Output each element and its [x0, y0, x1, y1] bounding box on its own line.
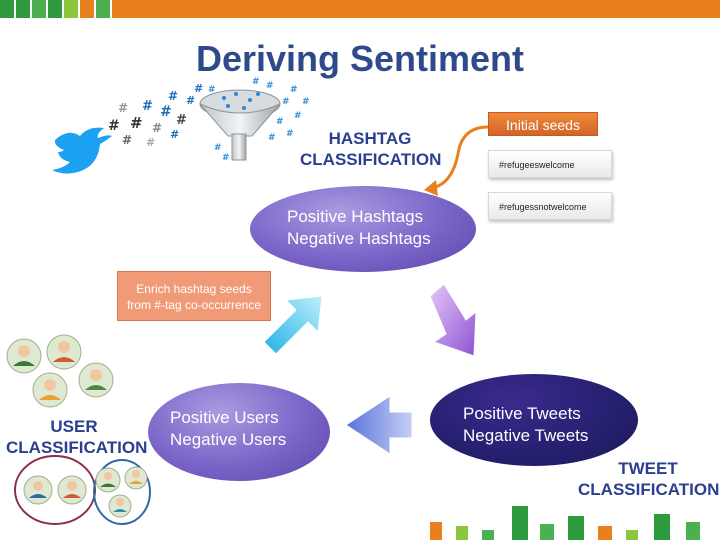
- twitter-bird-icon: [52, 127, 112, 174]
- person-icon: [6, 334, 114, 408]
- enrich-line: Enrich hashtag seeds: [136, 282, 252, 296]
- label-line: TWEET: [618, 459, 678, 478]
- svg-text:#: #: [108, 118, 120, 134]
- ellipse-line: Negative Tweets: [463, 426, 589, 445]
- svg-text:#: #: [214, 143, 222, 153]
- svg-text:#: #: [152, 121, 162, 135]
- svg-text:#: #: [276, 117, 284, 127]
- bar-orange-strip: [112, 0, 720, 18]
- bar-square: [64, 0, 78, 18]
- enrich-seeds-box: Enrich hashtag seeds from #-tag co-occur…: [117, 271, 271, 321]
- svg-text:#: #: [186, 94, 195, 107]
- ellipse-line: Positive Tweets: [463, 404, 581, 423]
- svg-text:#: #: [176, 113, 187, 128]
- svg-text:#: #: [170, 128, 179, 141]
- page-title: Deriving Sentiment: [195, 38, 525, 79]
- user-ellipse: Positive Users Negative Users: [148, 383, 330, 481]
- hashtag-splash: ### ### ### ###: [208, 77, 310, 163]
- seed-item: #refugessnotwelcome: [488, 192, 612, 220]
- svg-text:#: #: [208, 85, 216, 95]
- seeds-connector: [431, 125, 491, 190]
- initial-seeds-header: Initial seeds: [488, 112, 598, 136]
- ellipse-line: Positive Hashtags: [287, 207, 424, 226]
- top-decorative-bar: [0, 0, 720, 18]
- user-classification-label: USER CLASSIFICATION: [6, 416, 148, 458]
- svg-text:#: #: [168, 89, 178, 103]
- svg-text:#: #: [282, 97, 290, 107]
- svg-text:#: #: [222, 153, 230, 163]
- ellipse-line: Negative Users: [170, 430, 287, 449]
- tweet-ellipse: Positive Tweets Negative Tweets: [430, 374, 638, 466]
- hashtag-ellipse: Positive Hashtags Negative Hashtags: [250, 186, 476, 272]
- ellipse-line: Negative Hashtags: [287, 229, 431, 248]
- label-line: USER: [50, 417, 98, 436]
- svg-text:#: #: [142, 99, 153, 114]
- tweet-classification-label: TWEET CLASSIFICATION: [578, 458, 720, 500]
- seeds-connector-head: [424, 180, 438, 196]
- label-line: HASHTAG: [328, 129, 412, 148]
- svg-text:#: #: [294, 111, 302, 121]
- arrow-hashtags-to-tweets: [429, 283, 477, 357]
- arrow-tweets-to-users: [345, 395, 413, 455]
- bar-square: [16, 0, 30, 18]
- seed-item: #refugeeswelcome: [488, 150, 612, 178]
- funnel-icon: [199, 89, 281, 161]
- enrich-line: from #-tag co-occurrence: [126, 298, 262, 312]
- svg-text:#: #: [194, 82, 203, 95]
- svg-text:#: #: [146, 136, 155, 149]
- svg-text:#: #: [160, 104, 172, 120]
- bar-square: [0, 0, 14, 18]
- svg-text:#: #: [118, 101, 128, 115]
- svg-text:#: #: [302, 97, 310, 107]
- svg-text:#: #: [286, 129, 294, 139]
- bar-square: [32, 0, 46, 18]
- label-line: CLASSIFICATION: [578, 480, 720, 499]
- bar-square: [96, 0, 110, 18]
- svg-text:#: #: [130, 114, 143, 132]
- svg-text:#: #: [290, 85, 298, 95]
- user-group-outline: [93, 459, 151, 525]
- bar-square: [48, 0, 62, 18]
- person-icon: [23, 466, 148, 518]
- ellipse-line: Positive Users: [170, 408, 279, 427]
- svg-text:#: #: [268, 133, 276, 143]
- arrow-users-to-hashtags: [263, 295, 323, 355]
- svg-text:#: #: [252, 77, 260, 87]
- hashtag-classification-label: HASHTAG CLASSIFICATION: [300, 128, 442, 170]
- bar-square: [80, 0, 94, 18]
- label-line: CLASSIFICATION: [300, 150, 442, 169]
- label-line: CLASSIFICATION: [6, 438, 148, 457]
- bottom-decorative-bars: [430, 506, 700, 540]
- svg-text:#: #: [122, 133, 132, 147]
- svg-text:#: #: [266, 81, 274, 91]
- hashtag-icon: # # # # # # # # # # # # #: [108, 82, 203, 149]
